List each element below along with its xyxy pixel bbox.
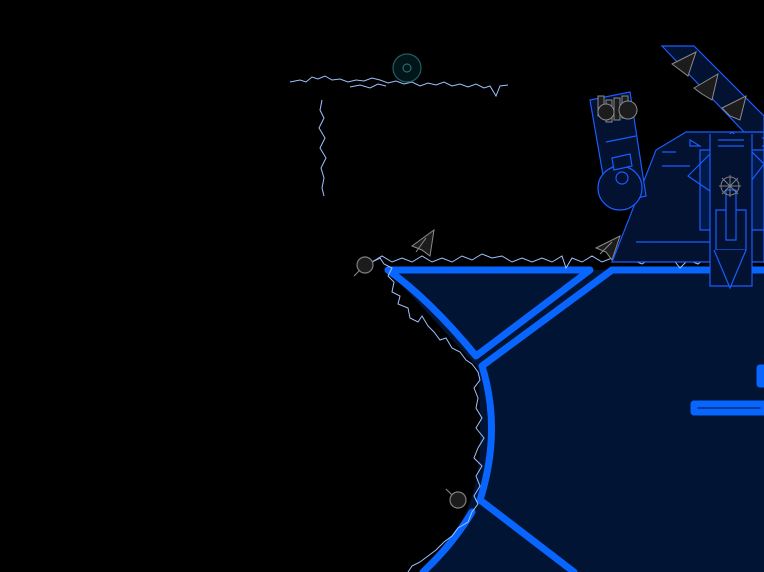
pod-icon[interactable] xyxy=(445,488,467,509)
pod-icon[interactable] xyxy=(353,256,374,277)
spike-marker-icon[interactable] xyxy=(721,95,747,121)
hull-outline xyxy=(384,266,764,572)
spike-marker-icon[interactable] xyxy=(410,228,435,257)
turret-icon[interactable] xyxy=(719,175,741,197)
spike-marker-icon[interactable] xyxy=(594,235,621,262)
teal-orb-icon[interactable] xyxy=(392,53,422,83)
spike-marker-icon[interactable] xyxy=(671,51,697,77)
hull-lightning xyxy=(371,253,737,572)
vertical-lightning xyxy=(318,99,327,197)
upper-lightning-platform xyxy=(289,75,509,98)
tower-structure xyxy=(611,131,764,290)
spike-marker-icon[interactable] xyxy=(693,72,719,101)
claw-icon[interactable] xyxy=(597,95,638,123)
